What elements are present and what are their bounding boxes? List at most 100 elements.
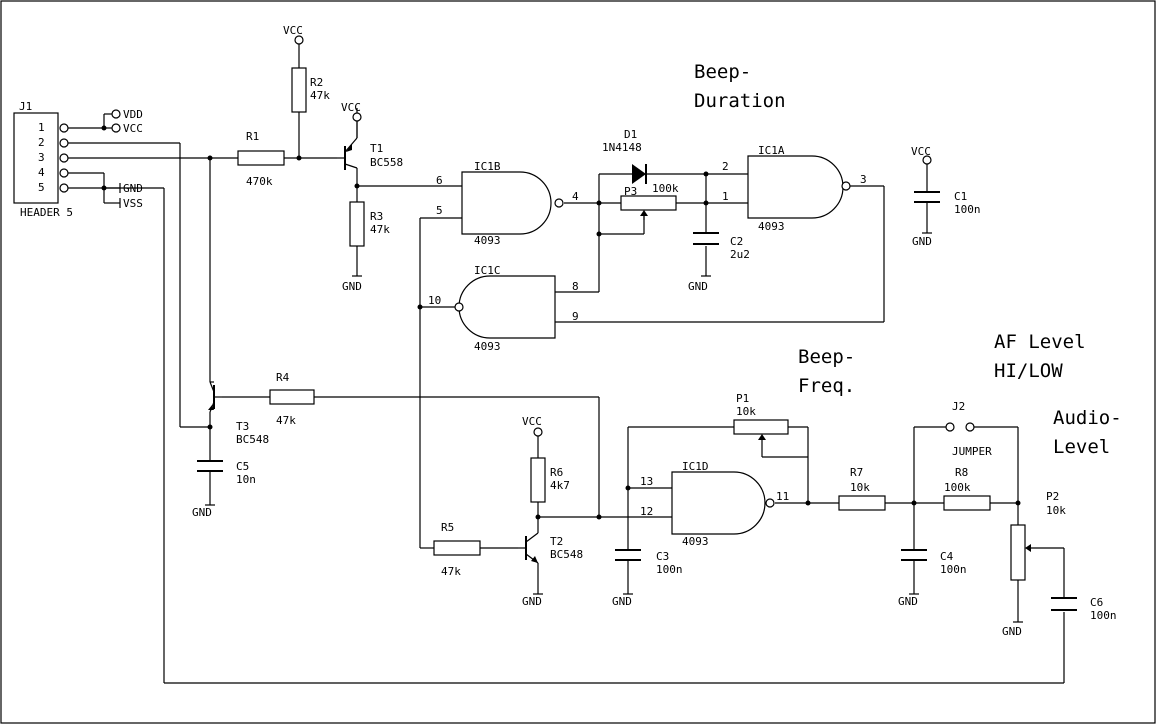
svg-text:IC1D: IC1D [682, 460, 709, 473]
svg-text:VCC: VCC [522, 415, 542, 428]
svg-text:47k: 47k [310, 89, 330, 102]
svg-text:T3: T3 [236, 420, 249, 433]
svg-text:R7: R7 [850, 466, 863, 479]
annotations: Beep- Duration Beep- Freq. AF Level HI/L… [694, 61, 1122, 458]
svg-text:P3: P3 [624, 185, 637, 198]
svg-text:R2: R2 [310, 76, 323, 89]
j1-pin-2: 2 [38, 136, 45, 149]
pot-p3: P3 100k [620, 182, 679, 220]
capacitor-c2: C2 2u2 [693, 232, 750, 261]
pot-p1: P1 10k [733, 392, 789, 440]
gate-ic1c: IC1C 4093 8 9 10 [428, 264, 579, 353]
svg-text:VCC: VCC [341, 101, 361, 114]
j1-header: J1 1 2 3 4 5 HEADER 5 VDD VCC GND VSS [13, 100, 143, 219]
svg-text:VCC: VCC [283, 24, 303, 37]
svg-text:GND: GND [522, 595, 542, 608]
svg-text:BC548: BC548 [236, 433, 269, 446]
svg-text:R6: R6 [550, 466, 563, 479]
svg-text:100n: 100n [1090, 609, 1117, 622]
resistor-r4: R4 47k [269, 371, 315, 427]
svg-text:C2: C2 [730, 235, 743, 248]
j1-pin-5: 5 [38, 181, 45, 194]
svg-text:GND: GND [688, 280, 708, 293]
j1-name: HEADER 5 [20, 206, 73, 219]
svg-text:6: 6 [436, 174, 443, 187]
note-af-level-1: AF Level [994, 331, 1086, 353]
svg-text:T1: T1 [370, 142, 383, 155]
svg-text:10: 10 [428, 294, 441, 307]
svg-text:100n: 100n [954, 203, 981, 216]
j1-pin-4: 4 [38, 166, 45, 179]
svg-text:VCC: VCC [911, 145, 931, 158]
gate-ic1b: IC1B 4093 6 5 4 [436, 160, 579, 247]
svg-text:GND: GND [342, 280, 362, 293]
gnd-label-j1: GND [123, 182, 143, 195]
transistor-t1: T1 BC558 [337, 137, 403, 170]
svg-text:4093: 4093 [682, 535, 709, 548]
svg-text:9: 9 [572, 310, 579, 323]
j1-pin-1: 1 [38, 121, 45, 134]
note-audio-level-1: Audio- [1053, 407, 1122, 429]
svg-text:10k: 10k [850, 481, 870, 494]
svg-text:4: 4 [572, 190, 579, 203]
capacitor-c1: C1 100n [914, 190, 981, 216]
svg-text:C1: C1 [954, 190, 967, 203]
svg-text:P2: P2 [1046, 490, 1059, 503]
svg-text:4k7: 4k7 [550, 479, 570, 492]
svg-text:GND: GND [192, 506, 212, 519]
svg-text:D1: D1 [624, 128, 637, 141]
gnd-symbols: GND GND GND GND GND GND GND GND [192, 232, 1023, 638]
svg-text:C3: C3 [656, 550, 669, 563]
capacitor-c3: C3 100n [615, 549, 683, 576]
vcc-symbols: VCC VCC VCC VCC [283, 24, 932, 437]
svg-text:1N4148: 1N4148 [602, 141, 642, 154]
svg-text:4093: 4093 [474, 234, 501, 247]
svg-text:GND: GND [898, 595, 918, 608]
svg-text:GND: GND [912, 235, 932, 248]
svg-text:100k: 100k [652, 182, 679, 195]
svg-text:R5: R5 [441, 521, 454, 534]
svg-text:4093: 4093 [474, 340, 501, 353]
resistor-r6: R6 4k7 [530, 457, 570, 503]
svg-text:47k: 47k [370, 223, 390, 236]
transistor-t3: T3 BC548 [208, 381, 269, 446]
pot-p2: P2 10k [1010, 490, 1066, 581]
svg-text:JUMPER: JUMPER [952, 445, 992, 458]
note-beep-freq-1: Beep- [798, 346, 855, 368]
vcc-label-j1: VCC [123, 122, 143, 135]
svg-text:2: 2 [722, 160, 729, 173]
svg-text:8: 8 [572, 280, 579, 293]
svg-text:R1: R1 [246, 130, 259, 143]
svg-text:IC1A: IC1A [758, 144, 785, 157]
svg-text:C5: C5 [236, 460, 249, 473]
svg-text:470k: 470k [246, 175, 273, 188]
svg-text:100k: 100k [944, 481, 971, 494]
resistor-r8: R8 100k [943, 466, 991, 511]
junctions [101, 125, 1021, 520]
svg-text:12: 12 [640, 505, 653, 518]
svg-text:IC1C: IC1C [474, 264, 501, 277]
wires [68, 40, 1065, 684]
j1-pin-3: 3 [38, 151, 45, 164]
svg-text:47k: 47k [276, 414, 296, 427]
transistor-t2: T2 BC548 [518, 532, 583, 564]
svg-text:C6: C6 [1090, 596, 1103, 609]
note-beep-duration-1: Beep- [694, 61, 751, 83]
note-beep-duration-2: Duration [694, 90, 786, 112]
diode-d1: D1 1N4148 [602, 128, 647, 184]
svg-text:100n: 100n [656, 563, 683, 576]
svg-text:3: 3 [860, 173, 867, 186]
note-af-level-2: HI/LOW [994, 360, 1063, 382]
resistor-r7: R7 10k [838, 466, 886, 511]
svg-text:BC548: BC548 [550, 548, 583, 561]
j1-ref: J1 [19, 100, 32, 113]
vss-label-j1: VSS [123, 197, 143, 210]
svg-text:13: 13 [640, 475, 653, 488]
jumper-j2: J2 JUMPER [945, 400, 992, 458]
resistor-r5: R5 47k [433, 521, 481, 578]
svg-text:R8: R8 [955, 466, 968, 479]
svg-text:10k: 10k [1046, 504, 1066, 517]
svg-text:1: 1 [722, 190, 729, 203]
